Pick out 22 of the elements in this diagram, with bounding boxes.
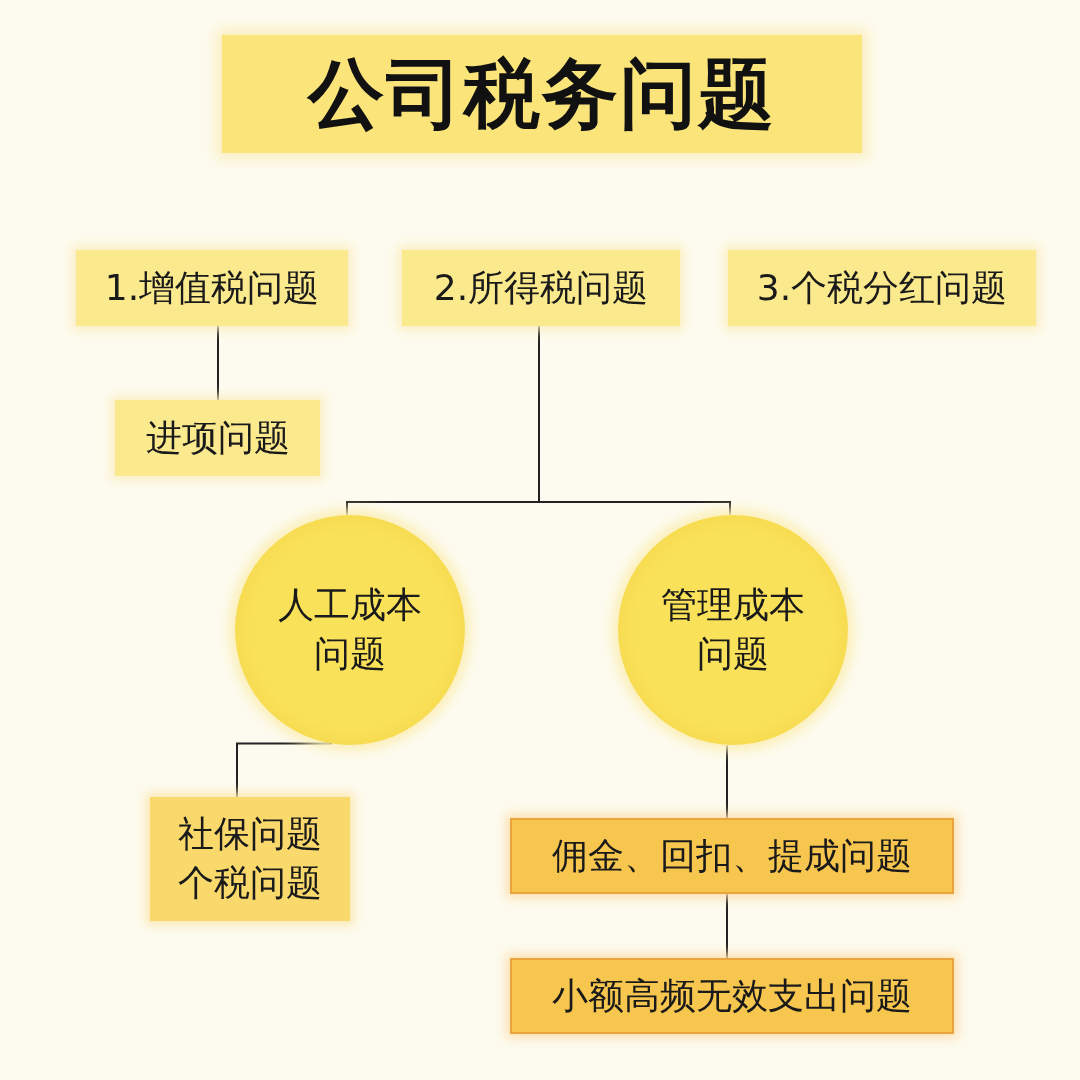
topic-box xyxy=(402,250,680,326)
node-label: 佣金、回扣、提成问题 xyxy=(552,833,912,878)
topic-box xyxy=(510,818,954,894)
node-label: 管理成本问题 xyxy=(660,583,806,676)
topic-box xyxy=(510,958,954,1034)
topic-box xyxy=(115,400,320,476)
connector-line xyxy=(217,325,219,401)
node-label: 2.所得税问题 xyxy=(433,265,649,310)
node-label: 1.增值税问题 xyxy=(104,265,320,310)
node-label: 小额高频无效支出问题 xyxy=(552,973,912,1018)
node-label: 人工成本问题 xyxy=(277,583,423,676)
topic-box xyxy=(728,250,1036,326)
connector-line xyxy=(236,742,333,798)
node-label: 社保问题 xyxy=(178,812,322,857)
connector-line xyxy=(726,893,728,959)
title: 公司税务问题 xyxy=(308,48,776,140)
topic-box xyxy=(76,250,348,326)
node-label: 个税问题 xyxy=(178,861,322,905)
topic-box xyxy=(150,797,350,921)
node-label: 进项问题 xyxy=(145,415,290,460)
node-label: 3.个税分红问题 xyxy=(756,265,1008,310)
connector-line xyxy=(726,744,728,819)
